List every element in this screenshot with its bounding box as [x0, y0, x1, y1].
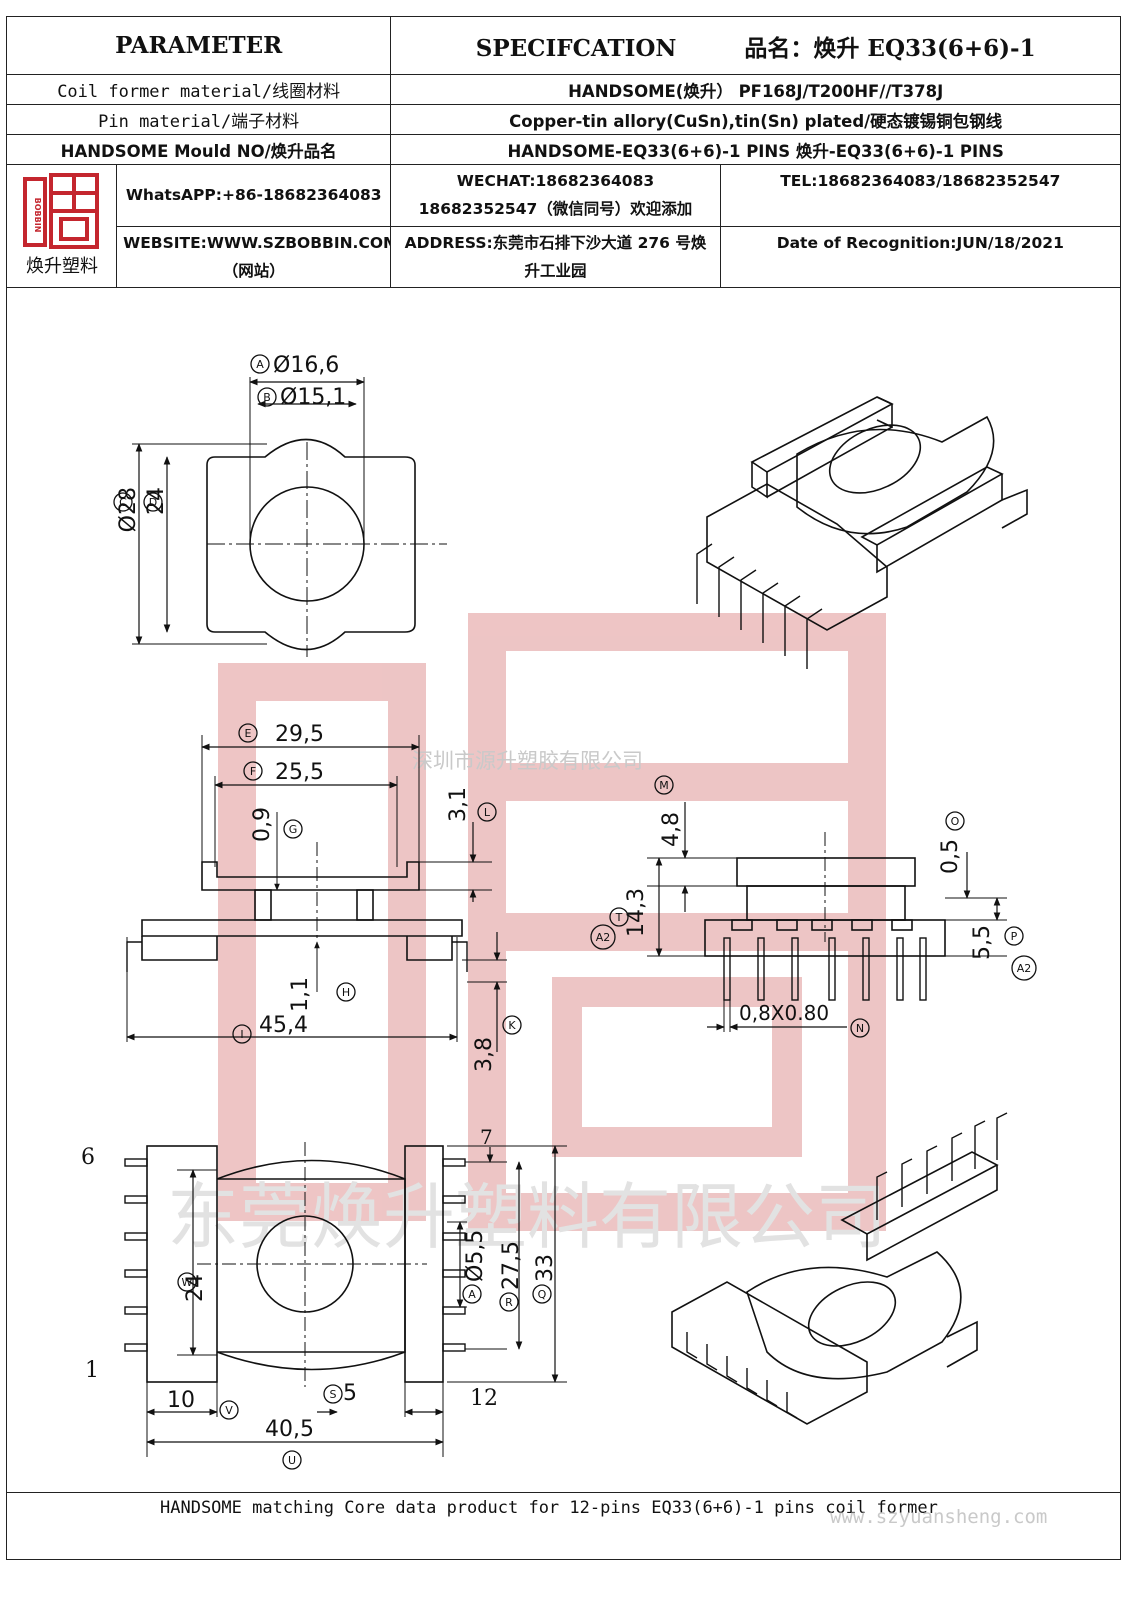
- dim-d: 24: [144, 487, 169, 515]
- company-logo: BOBBIN 焕升塑料: [8, 166, 116, 287]
- circle-letter-e: E: [245, 727, 252, 740]
- pin-material-value: Copper-tin allory(CuSn),tin(Sn) plated/硬…: [390, 104, 1121, 135]
- circle-letter-d: D: [149, 496, 157, 509]
- dim-t: 14,3: [624, 888, 649, 937]
- circle-letter-v: V: [225, 1404, 233, 1417]
- wechat: WECHAT:18682364083 18682352547（微信同号）欢迎添加: [390, 164, 721, 227]
- dim-l: 3,1: [446, 787, 471, 822]
- circle-letter-m: M: [659, 779, 669, 792]
- dim-w: 24: [183, 1274, 208, 1302]
- circle-letter-k: K: [508, 1019, 516, 1032]
- dim-p: 5,5: [970, 925, 995, 960]
- dim-m: 4,8: [659, 812, 684, 847]
- circle-letter-c: C: [119, 496, 127, 509]
- circle-letter-p: P: [1011, 930, 1018, 943]
- front-view: [647, 802, 1007, 1032]
- dim-n: 0,8X0.80: [739, 1001, 829, 1025]
- dim-b: Ø15,1: [280, 385, 346, 410]
- circle-letter-b: B: [263, 391, 271, 404]
- side-view: [126, 735, 507, 1052]
- circle-letter-a2-right: A2: [1017, 962, 1032, 975]
- specification-title: SPECIFCATION: [475, 34, 677, 62]
- dim-a: Ø16,6: [273, 353, 339, 378]
- circle-letter-l: L: [484, 806, 491, 819]
- watermark-logo: [218, 613, 886, 1231]
- dim-e: 29,5: [275, 722, 324, 747]
- circle-letter-h: H: [342, 986, 350, 999]
- parameter-header: PARAMETER: [5, 16, 392, 75]
- circle-letter-i: I: [240, 1028, 243, 1041]
- bobbin-logo-icon: BOBBIN: [23, 173, 99, 249]
- dim-y: 27,5: [499, 1241, 524, 1290]
- circle-letter-z: A: [468, 1288, 476, 1301]
- specification-header: SPECIFCATION 品名：焕升 EQ33(6+6)-1: [390, 16, 1121, 75]
- dim-c: Ø28: [116, 487, 141, 532]
- dim-o: 0,5: [938, 839, 963, 874]
- coil-former-material-value: HANDSOME(焕升） PF168J/T200HF//T378J: [390, 74, 1121, 105]
- watermark-company-large: 东莞焕升塑料有限公司: [167, 1175, 887, 1259]
- pin-label-6: 6: [81, 1145, 95, 1170]
- dim-v: 10: [167, 1388, 195, 1413]
- dim-top7: 7: [480, 1125, 493, 1149]
- logo-caption: 焕升塑料: [26, 256, 98, 277]
- logo-text: BOBBIN: [33, 198, 42, 233]
- circle-letter-g: G: [289, 823, 298, 836]
- website: WEBSITE:WWW.SZBOBBIN.COM（网站）: [116, 225, 392, 288]
- dim-q: 33: [533, 1254, 558, 1282]
- reference-circles: [113, 354, 1037, 1470]
- circle-letter-u: U: [288, 1454, 296, 1467]
- dim-u: 40,5: [265, 1417, 314, 1442]
- mould-no-value: HANDSOME-EQ33(6+6)-1 PINS 焕升-EQ33(6+6)-1…: [390, 134, 1121, 165]
- dim-i: 45,4: [259, 1013, 308, 1038]
- dim-h: 1,1: [288, 977, 313, 1012]
- dim-k: 3,8: [472, 1037, 497, 1072]
- circle-letter-f: F: [250, 765, 256, 778]
- technical-drawing: 深圳市源升塑胶有限公司 东莞焕升塑料有限公司: [81, 353, 1037, 1470]
- circle-letter-q: Q: [538, 1288, 547, 1301]
- dim-12: 12: [470, 1386, 498, 1411]
- circle-letter-a2-left: A2: [596, 931, 611, 944]
- circle-letter-n: N: [856, 1022, 864, 1035]
- spec-table: PARAMETER SPECIFCATION 品名：焕升 EQ33(6+6)-1…: [5, 16, 1122, 288]
- footer-divider: [6, 1492, 1121, 1493]
- dim-z: Ø5,5: [463, 1230, 488, 1282]
- pin-label-1: 1: [85, 1358, 99, 1383]
- circle-letter-y: R: [505, 1296, 513, 1309]
- logo-cell: BOBBIN 焕升塑料: [5, 164, 118, 288]
- circle-letter-a: A: [256, 358, 264, 371]
- coil-former-material-label: Coil former material/线圈材料: [5, 74, 392, 105]
- telephone: TEL:18682364083/18682352547: [719, 164, 1122, 227]
- dim-s: 5: [343, 1381, 357, 1406]
- product-name-label: 品名：: [744, 34, 814, 62]
- dim-f: 25,5: [275, 760, 324, 785]
- pin-material-label: Pin material/端子材料: [5, 104, 392, 135]
- footer-caption: HANDSOME matching Core data product for …: [160, 1498, 938, 1518]
- watermark-website: www.szyuansheng.com: [830, 1506, 1048, 1528]
- whatsapp: WhatsAPP:+86-18682364083: [116, 164, 392, 227]
- circle-letter-s: S: [330, 1388, 337, 1401]
- bottom-view: [124, 1142, 567, 1457]
- circle-letter-w: W: [182, 1276, 193, 1289]
- iso-view-bottom: [671, 1112, 1008, 1425]
- iso-view-top: [696, 396, 1028, 669]
- mould-no-label: HANDSOME Mould NO/焕升品名: [5, 134, 392, 165]
- product-name: 焕升 EQ33(6+6)-1: [813, 34, 1036, 62]
- circle-letter-o: O: [951, 815, 960, 828]
- address: ADDRESS:东莞市石排下沙大道 276 号焕升工业园: [390, 225, 721, 288]
- circle-letter-t: T: [615, 911, 623, 924]
- dim-g: 0,9: [250, 807, 275, 842]
- watermark-company-small: 深圳市源升塑胶有限公司: [412, 749, 643, 773]
- date-of-recognition: Date of Recognition:JUN/18/2021: [719, 225, 1122, 288]
- top-view: [132, 377, 447, 657]
